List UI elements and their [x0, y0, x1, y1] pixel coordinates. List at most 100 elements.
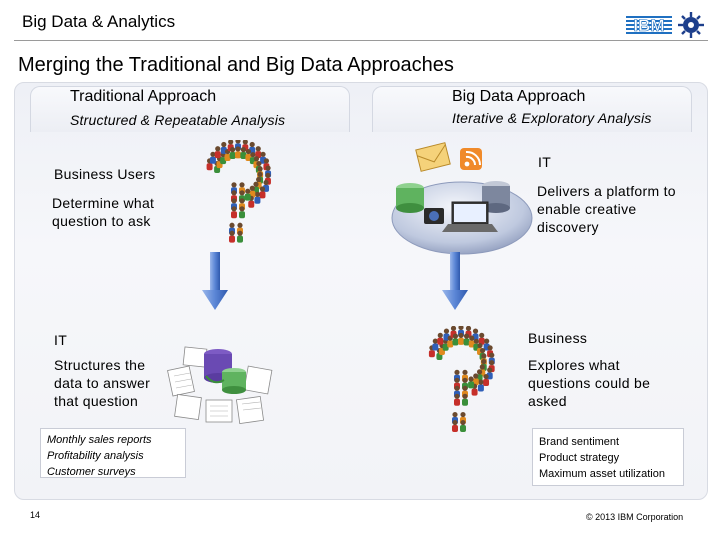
person-figure-head [465, 326, 472, 331]
person-figure-head [229, 222, 235, 228]
person-figure-head [432, 338, 438, 344]
person-figure-head [479, 332, 485, 338]
bigdata-title: Big Data Approach [452, 88, 586, 105]
person-figure-head [454, 385, 460, 391]
page-number: 14 [30, 510, 41, 520]
person-figure-head [237, 222, 243, 228]
person-figure-body [458, 337, 464, 345]
bigdata-subtitle: Iterative & Exploratory Analysis [452, 110, 652, 126]
person-figure-head [489, 360, 495, 366]
person-figure-body [259, 191, 266, 199]
person-figure-head [228, 140, 234, 145]
person-figure-head [263, 179, 269, 186]
business-question-mark-icon [428, 326, 495, 432]
person-figure-body [483, 378, 490, 386]
person-figure-head [239, 190, 245, 196]
person-figure-head [479, 347, 486, 354]
person-figure-body [468, 381, 475, 389]
person-figure-head [477, 342, 483, 349]
person-figure-body [254, 196, 261, 204]
traditional-step1-heading: Business Users [54, 166, 156, 182]
bigdata-step2-heading: Business [528, 330, 588, 346]
person-figure-head [487, 345, 493, 351]
header-divider [14, 40, 708, 41]
traditional-step1-text: Determine what question to ask [52, 194, 154, 230]
traditional-step1-line2: question to ask [52, 213, 151, 229]
traditional-header-box [30, 86, 350, 132]
person-figure-body [454, 398, 460, 406]
person-figure-head [452, 333, 459, 339]
person-figure-head [472, 328, 479, 334]
person-figure-head [231, 198, 237, 204]
bigdata-step2-line3: asked [528, 393, 567, 409]
person-figure-head [259, 186, 266, 192]
person-figure-head [265, 172, 271, 179]
person-figure-head [235, 146, 241, 152]
person-figure-body [206, 163, 213, 171]
person-figure-body [452, 424, 458, 432]
person-figure-body [471, 388, 478, 396]
person-figure-head [454, 369, 460, 375]
person-figure-head [253, 156, 260, 162]
traditional-example-item: Profitability analysis [47, 450, 144, 462]
person-figure-head [462, 385, 468, 391]
person-figure-head [462, 377, 468, 383]
person-figure-head [237, 230, 243, 236]
person-figure-head [458, 326, 464, 331]
traditional-subtitle: Structured & Repeatable Analysis [70, 112, 286, 128]
person-figure-head [489, 352, 495, 358]
person-figure-head [253, 181, 259, 187]
bigdata-example-item: Product strategy [539, 452, 620, 464]
person-figure-head [257, 171, 263, 177]
person-figure-head [242, 140, 248, 145]
ibm-logo: IBM [626, 16, 672, 35]
person-figure-head [483, 373, 489, 380]
person-figure-body [428, 350, 435, 358]
traditional-title: Traditional Approach [70, 88, 217, 105]
person-figure-head [239, 182, 245, 188]
traditional-examples-box: Monthly sales reports Profitability anal… [40, 428, 186, 478]
person-figure-body [460, 424, 466, 432]
person-figure-head [484, 338, 490, 344]
traditional-step2-line1: Structures the [54, 357, 146, 373]
bigdata-step2-text: Explores what questions could be asked [528, 356, 650, 410]
person-figure-head [231, 190, 237, 196]
person-figure-head [215, 146, 221, 152]
person-figure-head [221, 141, 227, 148]
person-figure-head [487, 367, 493, 373]
traditional-step2-line3: that question [54, 393, 139, 409]
header-title: Big Data & Analytics [22, 12, 176, 31]
person-figure-body [240, 152, 247, 160]
bigdata-example-item: Brand sentiment [539, 436, 620, 448]
person-figure-head [254, 191, 261, 197]
traditional-step2-heading: IT [54, 332, 68, 348]
person-figure-head [469, 335, 475, 341]
arrow-down-icon [442, 252, 468, 310]
person-figure-head [468, 376, 474, 382]
person-figure-body [447, 340, 454, 348]
arrow-down-icon [202, 252, 228, 310]
person-figure-head [454, 377, 460, 383]
person-figure-head [239, 206, 245, 212]
person-figure-head [239, 198, 245, 204]
copyright: © 2013 IBM Corporation [586, 512, 684, 522]
bigdata-examples-box: Brand sentiment Product strategy Maximum… [532, 428, 684, 486]
person-figure-head [249, 141, 255, 148]
traditional-step2-line2: data to answer [54, 375, 151, 391]
person-figure-head [452, 411, 458, 418]
person-figure-head [265, 165, 271, 171]
person-figure-head [458, 332, 464, 339]
person-figure-head [462, 369, 468, 375]
structured-data-reports-icon [167, 346, 273, 425]
bigdata-example-item: Maximum asset utilization [539, 468, 665, 480]
person-figure-body [224, 153, 231, 161]
person-figure-body [462, 398, 468, 406]
person-figure-body [477, 384, 484, 392]
person-figure-body [237, 235, 243, 243]
person-figure-head [473, 338, 479, 344]
person-figure-head [229, 230, 235, 236]
person-figure-head [454, 393, 460, 399]
person-figure-head [240, 147, 246, 153]
person-figure-head [255, 146, 261, 152]
person-figure-body [244, 193, 251, 201]
